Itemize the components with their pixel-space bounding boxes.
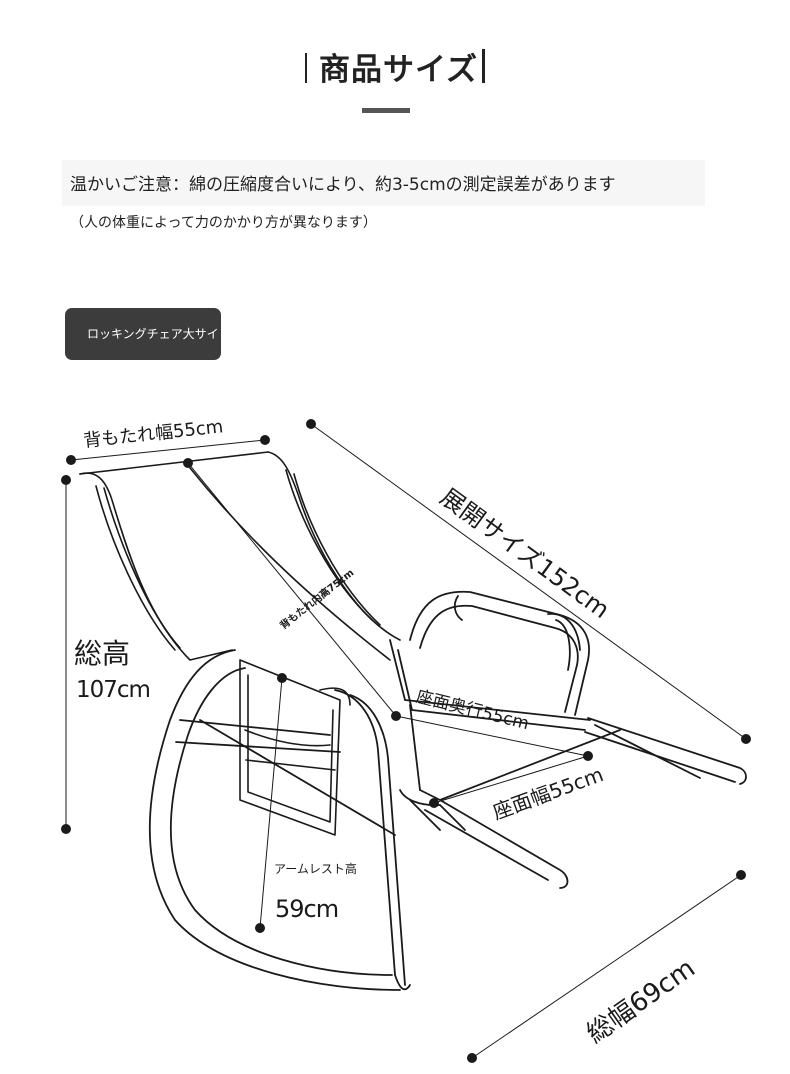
- dim-line-total-width: [471, 874, 742, 1059]
- dim-point: [467, 1053, 477, 1063]
- page-title-wrap: 商品サイズ: [0, 44, 790, 89]
- dim-point: [391, 711, 401, 721]
- dim-line-back-width: [70, 439, 266, 461]
- page-title: 商品サイズ: [304, 44, 486, 89]
- dim-point: [183, 458, 193, 468]
- label-total-height-value: 107cm: [76, 677, 151, 703]
- size-tag: ロッキングチェア大サイ: [65, 308, 221, 360]
- dim-point: [741, 734, 751, 744]
- dim-line-armrest: [259, 677, 283, 929]
- dim-point: [306, 419, 316, 429]
- dim-line-seat-width: [433, 755, 589, 804]
- backrest-sling: [79, 451, 401, 661]
- dim-line-seat-depth: [395, 715, 589, 757]
- right-armrest: [409, 590, 590, 716]
- dim-point: [66, 455, 76, 465]
- dim-point: [61, 824, 71, 834]
- dim-line-unfolded: [310, 423, 747, 740]
- dim-point: [260, 435, 270, 445]
- dim-line-back-height: [187, 462, 397, 717]
- label-total-height-title: 総高: [74, 637, 131, 670]
- title-underline: [362, 108, 410, 113]
- title-cursor-bar: [482, 49, 486, 83]
- dim-point: [429, 798, 439, 808]
- title-left-bar: [304, 53, 307, 83]
- dim-point: [61, 475, 71, 485]
- page-title-text: 商品サイズ: [318, 52, 479, 88]
- armrest-pocket: [239, 659, 351, 836]
- seat-frame: [389, 639, 747, 889]
- rocker-frame: [148, 649, 411, 991]
- dim-point: [255, 923, 265, 933]
- label-armrest-title: アームレスト高: [274, 862, 357, 876]
- dim-point: [583, 751, 593, 761]
- notice-subtext: （人の体重によって力のかかり方が異なります）: [70, 215, 377, 231]
- notice-text: 温かいご注意：綿の圧縮度合いにより、約3-5cmの測定誤差があります: [70, 175, 616, 195]
- label-armrest-value: 59cm: [275, 895, 339, 923]
- notice-box: [62, 160, 705, 206]
- dim-point: [736, 870, 746, 880]
- dim-point: [277, 673, 287, 683]
